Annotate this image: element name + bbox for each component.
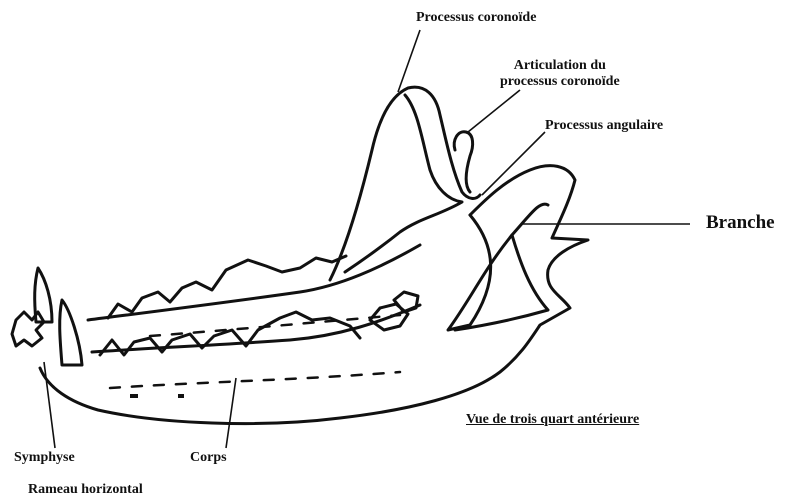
- leader-symphyse: [44, 362, 55, 448]
- mandible-outline: [12, 87, 588, 423]
- leader-processus-coronoide: [398, 30, 420, 92]
- label-articulation-line1: Articulation du: [500, 58, 620, 74]
- mandible-body-outline: [40, 166, 588, 424]
- label-articulation: Articulation du processus coronoïde: [500, 58, 620, 90]
- upper-teeth: [108, 256, 346, 318]
- dashed-line-1: [110, 372, 400, 388]
- coronoid-process-outline: [330, 87, 480, 280]
- label-articulation-line2: processus coronoïde: [500, 74, 620, 90]
- angular-process-outline: [448, 204, 548, 330]
- label-processus-angulaire: Processus angulaire: [545, 118, 663, 134]
- body-marks: [130, 394, 184, 398]
- label-branche: Branche: [706, 212, 775, 234]
- leader-articulation: [468, 90, 520, 132]
- label-symphyse: Symphyse: [14, 450, 75, 466]
- mark: [178, 394, 184, 398]
- molars: [370, 292, 418, 330]
- label-processus-coronoide: Processus coronoïde: [416, 10, 536, 26]
- mark: [130, 394, 138, 398]
- lower-canine: [60, 300, 82, 365]
- incisors: [12, 312, 44, 346]
- label-corps: Corps: [190, 450, 227, 466]
- leader-corps: [226, 378, 236, 448]
- label-rameau: Rameau horizontal: [28, 482, 143, 498]
- leader-processus-angulaire: [482, 132, 545, 195]
- label-vue: Vue de trois quart antérieure: [466, 412, 639, 428]
